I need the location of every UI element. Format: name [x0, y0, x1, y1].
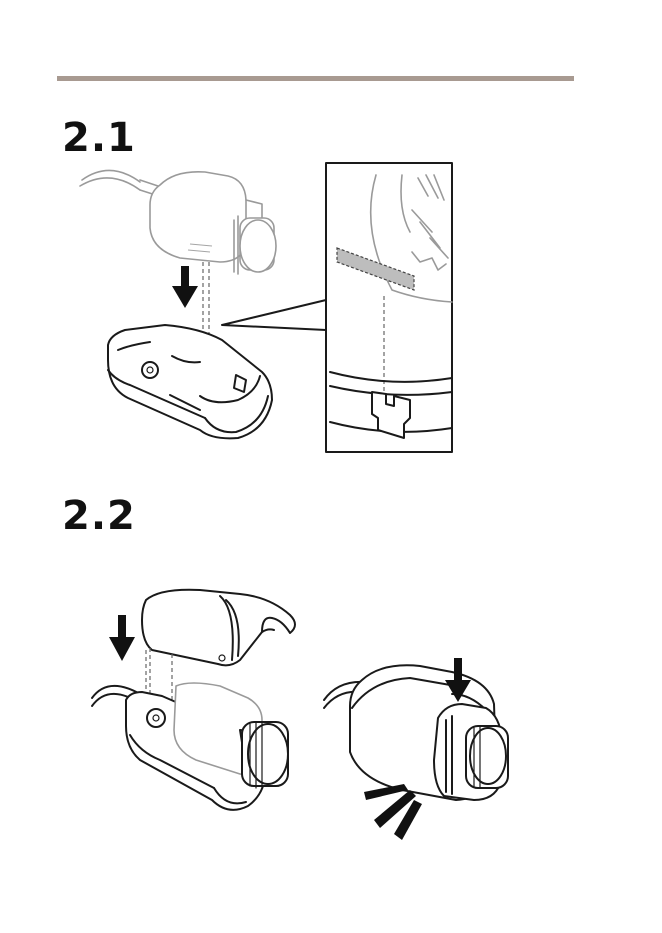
down-arrow-icon	[172, 266, 198, 308]
lower-housing-with-sensor-illustration	[92, 683, 288, 810]
step-2-2-figure	[92, 590, 508, 840]
zoom-callout-pointer	[222, 300, 326, 330]
upper-housing-illustration	[142, 590, 295, 666]
zoom-detail-panel	[326, 163, 452, 452]
sensor-unit-illustration	[80, 170, 276, 274]
lower-housing-illustration	[108, 325, 272, 438]
assembled-unit-illustration	[324, 665, 508, 800]
step-2-1-figure	[80, 163, 452, 452]
down-arrow-icon	[109, 615, 135, 661]
